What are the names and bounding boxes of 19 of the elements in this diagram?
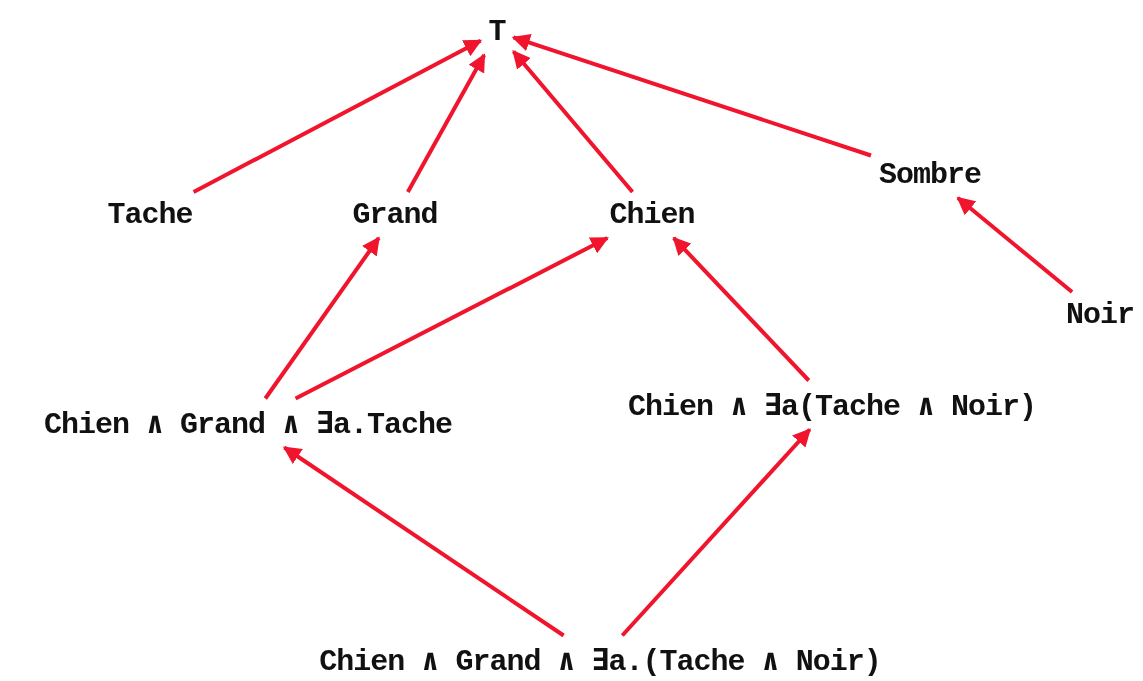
concept-label: T <box>480 9 514 55</box>
concept-label: Tache <box>99 192 201 238</box>
arrow <box>406 53 486 193</box>
concept-label: Chien ∧ Grand ∧ ∃a.(Tache ∧ Noir) <box>311 635 889 681</box>
concept-label: Sombre <box>871 152 989 198</box>
arrow <box>672 236 811 382</box>
concept-label: Grand <box>344 192 446 238</box>
arrow <box>192 38 483 194</box>
arrow <box>294 236 609 401</box>
concept-label: Chien <box>601 192 703 238</box>
arrow <box>282 445 565 638</box>
arrow <box>956 196 1074 294</box>
concept-label: Chien ∧ ∃a(Tache ∧ Noir) <box>619 380 1045 430</box>
arrow <box>263 236 381 400</box>
arrow <box>511 34 872 158</box>
arrow <box>512 50 635 194</box>
concept-label: Noir <box>1058 292 1142 338</box>
arrow <box>620 428 812 637</box>
concept-label: Chien ∧ Grand ∧ ∃a.Tache <box>35 398 461 448</box>
